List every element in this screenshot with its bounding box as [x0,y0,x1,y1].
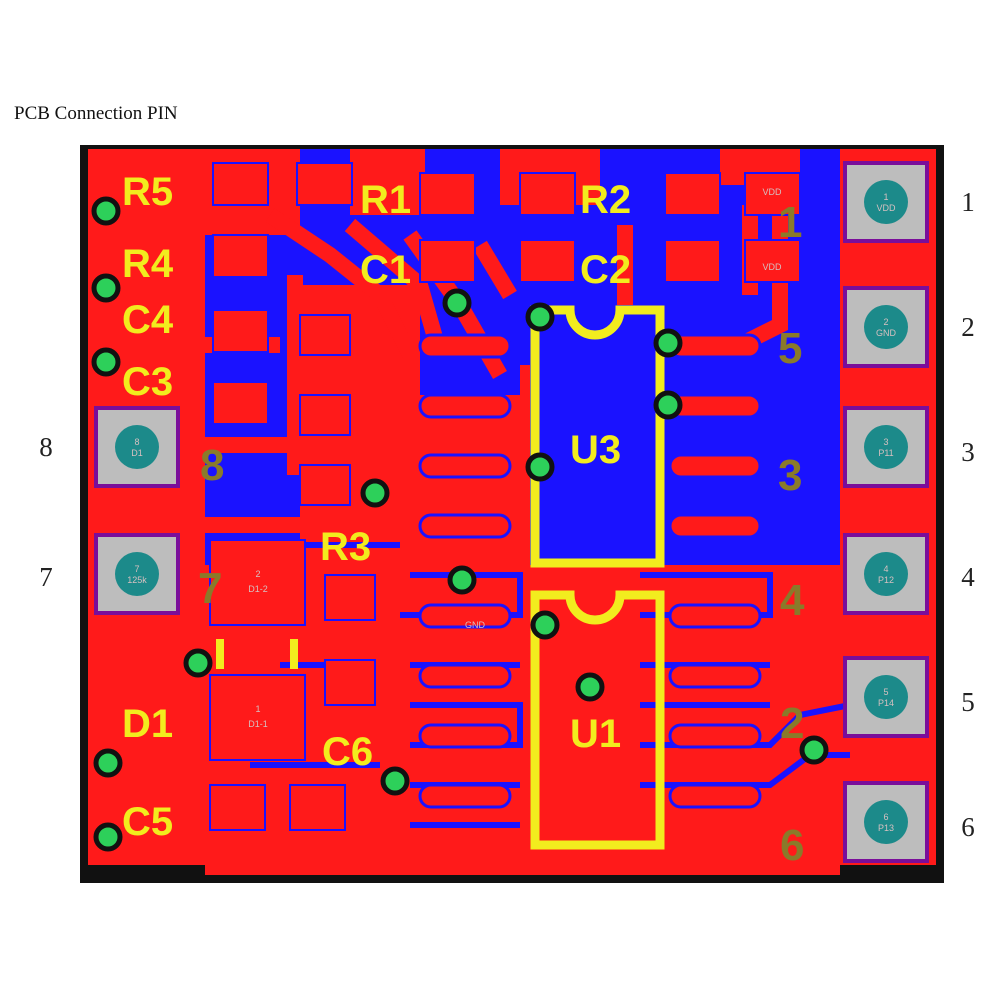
vdd2-pad-label: VDD [762,262,782,272]
svg-text:VDD: VDD [876,203,896,213]
label-d1: D1 [122,702,173,746]
svg-text:P13: P13 [878,823,894,833]
pin-number-2: 2 [961,312,975,342]
legend-5: 5 [778,324,802,373]
label-c6: C6 [322,730,373,774]
label-r3: R3 [320,525,371,569]
legend-2: 2 [780,699,804,748]
d1-2-label: D1-2 [248,584,268,594]
svg-text:5: 5 [883,687,888,697]
legend-6: 6 [780,821,804,870]
d1-mark-right [290,639,298,669]
svg-text:2: 2 [883,317,888,327]
svg-text:P12: P12 [878,575,894,585]
u3-outline [530,305,665,568]
svg-text:P14: P14 [878,698,894,708]
vias [91,196,829,852]
pin-number-7: 7 [39,562,53,592]
d1-mark-left [216,639,224,669]
smd-pads [209,162,801,831]
svg-text:GND: GND [876,328,897,338]
gnd-pad-label: GND [465,620,486,630]
pin-number-6: 6 [961,812,975,842]
legend-3: 3 [778,451,802,500]
pin-number-1: 1 [961,187,975,217]
label-c2: C2 [580,248,631,292]
legend-7: 7 [198,564,222,613]
svg-text:D1: D1 [131,448,143,458]
diode-footprints [209,539,306,761]
d1-1-index: 1 [255,704,260,714]
vdd-pad-label: VDD [762,187,782,197]
label-r2: R2 [580,178,631,222]
label-r4: R4 [122,242,174,286]
label-c1: C1 [360,248,411,292]
pin-number-5: 5 [961,687,975,717]
svg-text:125k: 125k [127,575,147,585]
label-r5: R5 [122,170,173,214]
legend-4: 4 [780,576,805,625]
label-u1: U1 [570,712,621,756]
svg-text:7: 7 [134,564,139,574]
page-title: PCB Connection PIN [14,103,178,124]
svg-text:1: 1 [883,192,888,202]
pin-number-3: 3 [961,437,975,467]
d1-1-label: D1-1 [248,719,268,729]
pin-number-8: 8 [39,432,53,462]
legend-8: 8 [200,441,224,490]
legend-glyphs: 8 7 1 5 3 4 2 6 [198,198,805,870]
ic-pads [418,333,762,809]
svg-text:6: 6 [883,812,888,822]
svg-text:3: 3 [883,437,888,447]
svg-text:4: 4 [883,564,888,574]
pin-pad-8: 8D1 [94,406,180,488]
label-c4: C4 [122,298,174,342]
label-u3: U3 [570,428,621,472]
label-c5: C5 [122,800,173,844]
svg-text:P11: P11 [878,448,893,458]
legend-1: 1 [778,198,802,247]
d1-2-index: 2 [255,569,260,579]
label-c3: C3 [122,360,173,404]
label-r1: R1 [360,178,411,222]
svg-text:8: 8 [134,437,139,447]
pin-number-4: 4 [961,562,975,592]
u1-outline [530,590,665,850]
